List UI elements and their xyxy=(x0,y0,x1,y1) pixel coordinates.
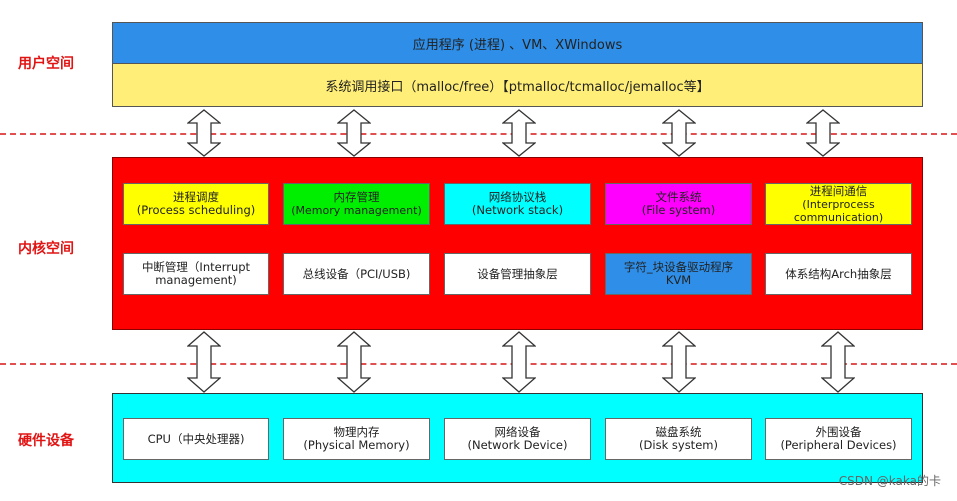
module-title: 文件系统 xyxy=(655,190,702,204)
module-title: 外围设备 xyxy=(815,425,862,439)
double-arrow-icon xyxy=(502,331,536,393)
module-subtitle: (File system) xyxy=(641,203,716,217)
kernel-module-device-abstraction: 设备管理抽象层 xyxy=(444,253,591,295)
hardware-physical-memory: 物理内存 (Physical Memory) xyxy=(283,418,430,460)
module-title: 磁盘系统 xyxy=(655,425,702,439)
kernel-space-label: 内核空间 xyxy=(18,241,74,257)
module-title: 总线设备（PCI/USB) xyxy=(302,266,411,281)
module-subtitle: (Memory management) xyxy=(291,204,422,217)
kernel-module-network-stack: 网络协议栈 (Network stack) xyxy=(444,183,591,225)
csdn-watermark: CSDN @kaka的卡 xyxy=(838,474,941,488)
kernel-module-process-scheduling: 进程调度 (Process scheduling) xyxy=(123,183,269,225)
double-arrow-icon xyxy=(662,331,696,393)
kernel-module-bus-devices: 总线设备（PCI/USB) xyxy=(283,253,430,295)
module-title: 内存管理 xyxy=(333,190,380,204)
module-subtitle: management) xyxy=(155,273,237,287)
hardware-cpu: CPU（中央处理器) xyxy=(123,418,269,460)
module-subtitle: (Peripheral Devices) xyxy=(780,438,897,452)
double-arrow-icon xyxy=(187,109,221,157)
separator-user-kernel xyxy=(0,133,957,135)
module-subtitle: (Network stack) xyxy=(471,203,564,217)
hardware-disk-system: 磁盘系统 (Disk system) xyxy=(605,418,752,460)
double-arrow-icon xyxy=(821,331,855,393)
module-title: 网络协议栈 xyxy=(488,190,547,204)
double-arrow-icon xyxy=(337,109,371,157)
syscall-interface-band: 系统调用接口（malloc/free）【ptmalloc/tcmalloc/je… xyxy=(112,64,923,107)
module-title: 体系结构Arch抽象层 xyxy=(785,266,892,281)
module-subtitle: (Physical Memory) xyxy=(303,438,410,452)
module-title: 中断管理（Interrupt xyxy=(141,260,251,274)
separator-kernel-hardware xyxy=(0,363,957,365)
double-arrow-icon xyxy=(337,331,371,393)
double-arrow-icon xyxy=(187,331,221,393)
kernel-module-drivers-kvm: 字符_块设备驱动程序 KVM xyxy=(605,253,752,295)
module-subtitle: KVM xyxy=(665,273,692,287)
kernel-module-file-system: 文件系统 (File system) xyxy=(605,183,752,225)
user-space-label: 用户空间 xyxy=(18,56,74,72)
hardware-network-device: 网络设备 (Network Device) xyxy=(444,418,591,460)
module-subtitle: (Network Device) xyxy=(467,438,568,452)
kernel-module-ipc: 进程间通信 (Interprocess communication) xyxy=(765,183,912,225)
kernel-module-memory-management: 内存管理 (Memory management) xyxy=(283,183,430,225)
double-arrow-icon xyxy=(502,109,536,157)
applications-band: 应用程序 (进程) 、VM、XWindows xyxy=(112,22,923,64)
module-title: 进程调度 xyxy=(173,190,219,204)
hardware-label: 硬件设备 xyxy=(18,433,74,449)
module-subtitle: (Process scheduling) xyxy=(136,203,256,217)
module-title: 进程间通信 xyxy=(809,183,868,198)
kernel-module-arch-abstraction: 体系结构Arch抽象层 xyxy=(765,253,912,295)
module-subtitle: (Disk system) xyxy=(639,438,718,452)
double-arrow-icon xyxy=(806,109,840,157)
module-title: 物理内存 xyxy=(333,425,380,439)
module-title: 网络设备 xyxy=(494,425,541,439)
kernel-module-interrupt-management: 中断管理（Interrupt management) xyxy=(123,253,269,295)
module-title: CPU（中央处理器) xyxy=(147,431,245,446)
module-title: 设备管理抽象层 xyxy=(477,266,558,281)
module-title: 字符_块设备驱动程序 xyxy=(623,260,734,274)
double-arrow-icon xyxy=(662,109,696,157)
module-subtitle: (Interprocess communication) xyxy=(793,197,884,224)
hardware-peripheral-devices: 外围设备 (Peripheral Devices) xyxy=(765,418,912,460)
